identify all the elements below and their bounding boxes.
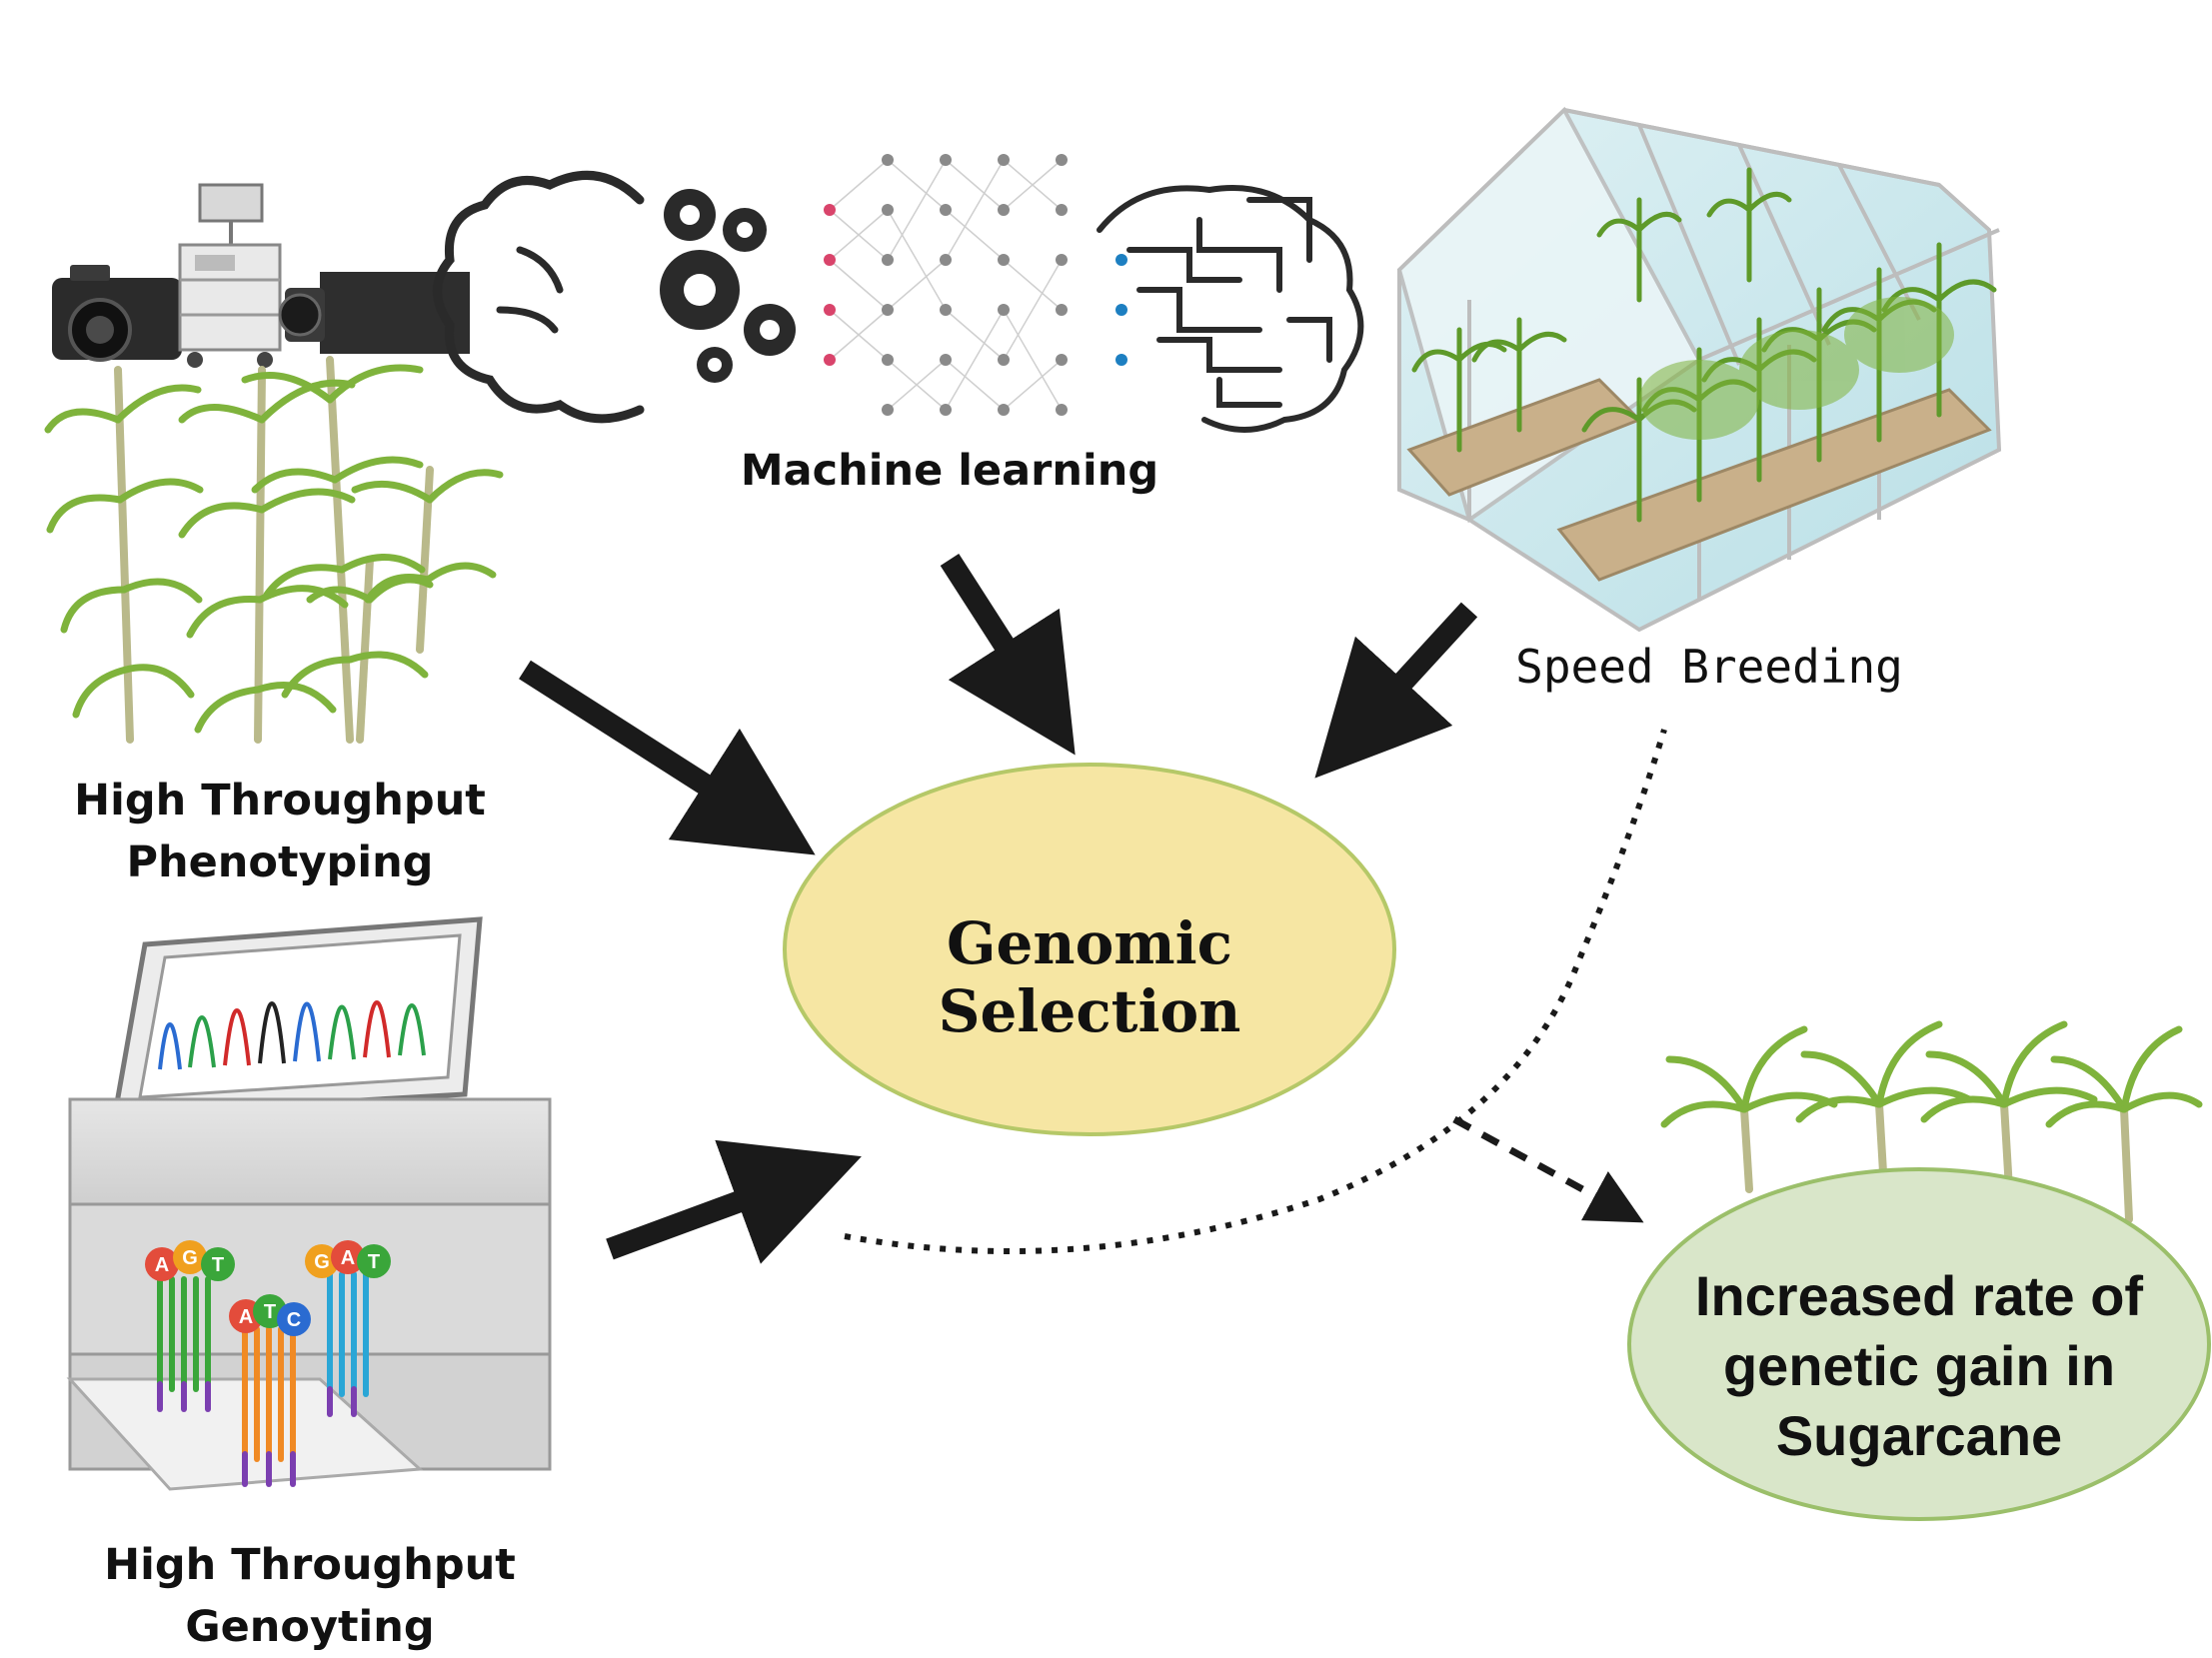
base-letter: A <box>155 1254 169 1276</box>
phenotyping-icon <box>44 183 504 744</box>
imaging-station-icon <box>178 183 282 368</box>
base-letter: G <box>314 1251 330 1273</box>
dna-probes-icon <box>157 1271 369 1487</box>
base-letter: T <box>368 1251 380 1273</box>
genetic-gain-node <box>1627 1167 2211 1521</box>
camera-icon <box>52 265 182 362</box>
phenotyping-label-line: Phenotyping <box>126 837 434 887</box>
phenotyping-label: High Throughput Phenotyping <box>60 770 500 893</box>
neural-network-icon <box>824 154 1127 416</box>
circuit-brain-icon <box>1097 185 1364 433</box>
base-letter: T <box>212 1254 224 1276</box>
gears-icon <box>660 189 796 383</box>
greenhouse-icon <box>1396 106 2002 633</box>
chromatogram-icon <box>158 1000 426 1070</box>
arrow-ml-to-gs <box>940 554 1076 756</box>
base-letter: A <box>239 1306 253 1328</box>
speed-breeding-label: Speed Breeding <box>1515 640 1903 694</box>
arrow-phenotyping-to-gs <box>519 660 816 855</box>
arrow-genotyping-to-gs <box>606 1139 862 1264</box>
base-letter: T <box>264 1301 276 1323</box>
genotyping-label-line: High Throughput <box>104 1540 516 1590</box>
dotted-curve-genotyping <box>844 729 1667 1255</box>
base-letter: A <box>341 1247 355 1269</box>
arrow-breeding-to-gs <box>1314 602 1478 779</box>
brain-outline-icon <box>433 170 645 424</box>
base-cluster-2: A T C <box>229 1294 311 1336</box>
base-letter: G <box>182 1247 198 1269</box>
sugarcane-row-icon <box>1660 1020 2203 1223</box>
genotyping-label: High Throughput Genoyting <box>90 1534 530 1658</box>
genomic-selection-label: Genomic Selection <box>938 909 1241 1045</box>
base-cluster-3: G A T <box>305 1240 391 1278</box>
sugarcane-plants-icon <box>44 356 504 744</box>
sequencer-icon: A G T A T C G A T <box>66 916 552 1491</box>
genetic-gain-label-line: Sugarcane <box>1775 1404 2063 1467</box>
machine-learning-label: Machine learning <box>740 446 1159 496</box>
genetic-gain-label-line: Increased rate of <box>1694 1264 2144 1327</box>
genetic-gain-label: Increased rate of genetic gain in Sugarc… <box>1639 1261 2199 1471</box>
machine-learning-icon <box>433 154 1364 433</box>
genotyping-label-line: Genoyting <box>185 1602 435 1652</box>
phenotyping-label-line: High Throughput <box>74 776 486 826</box>
genetic-gain-label-line: genetic gain in <box>1722 1334 2116 1397</box>
dashed-arrow-to-gain <box>1452 1115 1644 1223</box>
base-letter: C <box>287 1309 301 1331</box>
genomic-selection-node <box>783 763 1396 1136</box>
base-cluster-1: A G T <box>145 1240 235 1281</box>
